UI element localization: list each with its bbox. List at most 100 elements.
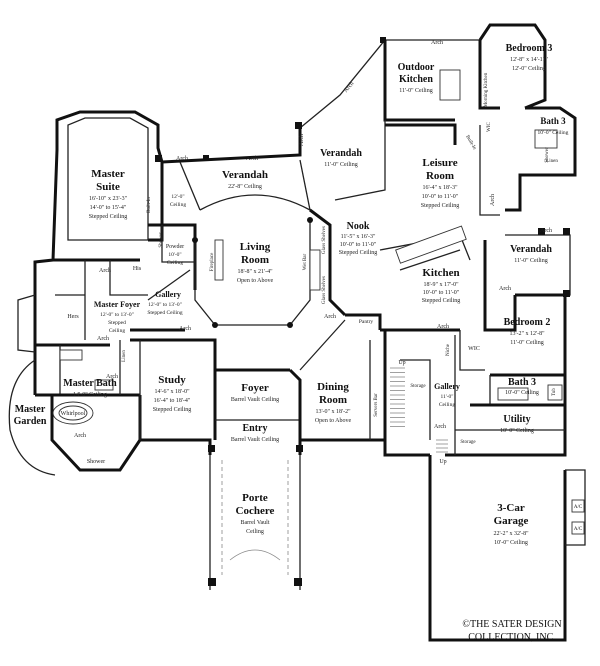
arch-label: Arch <box>246 156 258 162</box>
arch-label: Arch <box>179 326 191 332</box>
column <box>563 228 570 235</box>
column <box>155 155 162 162</box>
room-name-bath3: Bath 3 <box>540 116 566 126</box>
room-ceiling-type: Stepped Ceiling <box>147 310 183 316</box>
column <box>307 217 313 223</box>
niche-label: Niche <box>446 343 451 356</box>
ac-label: A/C <box>574 527 583 532</box>
room-dims: 11'-5" x 16'-3" <box>341 234 376 240</box>
room-ceiling-2: Ceiling <box>170 202 186 208</box>
glass-shelves-label: Glass Shelves <box>322 226 327 254</box>
room-ceiling: 10'-0" Ceiling <box>500 428 534 434</box>
room-name-living-room-2: Room <box>241 254 269 266</box>
room-dims: 13'-0" x 18'-2" <box>315 409 351 415</box>
ac-unit <box>571 521 585 535</box>
room-ceiling-2: Ceiling <box>439 402 455 408</box>
room-name-dining-room: Dining <box>317 381 349 393</box>
room-dims: 18'-9" x 17'-0" <box>423 282 459 288</box>
room-dims: 18'-8" x 21'-4" <box>237 269 273 275</box>
arch-label: Arch <box>434 424 446 430</box>
room-name-leisure-room: Leisure <box>422 157 457 169</box>
room-dims: 14'-6" x 18'-0" <box>154 389 190 395</box>
room-name-porte-cochere-2: Cochere <box>236 505 275 517</box>
room-ceiling: 10'-0" Ceiling <box>538 130 569 136</box>
room-name-garage: 3-Car <box>497 502 525 514</box>
room-ceiling: 10'-0" Ceiling <box>505 390 539 396</box>
room-name-kitchen: Kitchen <box>422 267 459 279</box>
room-ceiling-type: Stepped Ceiling <box>422 298 461 304</box>
room-name-study: Study <box>158 374 186 386</box>
room-name-leisure-room-2: Room <box>426 170 454 182</box>
exterior-walls <box>8 23 586 642</box>
arch-label: Arch <box>343 81 355 94</box>
room-name-gallery: Gallery <box>434 382 460 391</box>
wet-bar-label: Wet Bar <box>303 253 308 270</box>
room-ceiling: 12'-0" Ceiling <box>512 66 546 72</box>
arch-label: Arch <box>540 228 552 234</box>
room-ceiling: 11'-0" Ceiling <box>399 88 432 94</box>
room-name-foyer: Foyer <box>241 382 269 394</box>
room-ceiling: 11'-0" Ceiling <box>514 258 547 264</box>
room-dims: 13'-2" x 12'-8" <box>509 331 545 337</box>
linen-label: Linen <box>546 159 558 164</box>
arch-label: Arch <box>74 433 86 439</box>
room-name-bedroom3: Bedroom 3 <box>506 43 553 54</box>
room-ceiling-type: Stepped Ceiling <box>339 250 378 256</box>
room-ceiling: 10'-0" <box>168 252 181 258</box>
ac-unit <box>571 499 585 513</box>
fireplace-hearth <box>214 239 224 281</box>
vanity-sink <box>59 349 83 361</box>
room-ceiling: 10'-0" Ceiling <box>494 540 528 546</box>
room-name-bedroom2: Bedroom 2 <box>504 317 551 328</box>
wet-bar-counter <box>309 249 321 291</box>
room-ceiling: 10'-0" to 11'-0" <box>423 290 460 296</box>
room-note: Open to Above <box>315 418 352 424</box>
porte-cochere-outline <box>209 455 301 590</box>
room-name-master-foyer: Master Foyer <box>94 300 141 309</box>
column <box>380 37 386 43</box>
room-dims: 12'-8" x 14'-11" <box>510 57 548 63</box>
room-dims: 22'-2" x 32'-8" <box>493 531 529 537</box>
fireplace-label: Fireplace <box>210 252 215 271</box>
room-name-utility: Utility <box>503 414 530 425</box>
shower-label: Shower <box>87 459 105 465</box>
room-ceiling: 22'-8" Ceiling <box>228 184 262 190</box>
room-ceiling: 16'-4" to 18'-4" <box>154 398 191 404</box>
room-note: Open to Above <box>237 278 274 284</box>
linen-label: Linen <box>122 350 127 362</box>
room-ceiling: 14'-0" Ceiling <box>73 392 107 398</box>
arch-label: Arch <box>176 156 188 162</box>
column <box>192 237 198 243</box>
room-name-nook: Nook <box>347 221 370 232</box>
interior-walls <box>35 117 565 455</box>
hers-closet-label: Hers <box>67 314 79 320</box>
column <box>295 122 302 129</box>
room-ceiling: 12'-0" to 13'-0" <box>100 312 134 318</box>
room-name-entry: Entry <box>243 423 268 434</box>
column <box>203 155 209 161</box>
room-ceiling-type: Stepped Ceiling <box>421 203 460 209</box>
wic-label: WIC <box>468 346 480 352</box>
built-in-label: Built-In <box>464 135 476 152</box>
stairs <box>390 367 448 453</box>
column <box>208 578 216 586</box>
column <box>287 322 293 328</box>
room-name-living-room: Living <box>240 241 271 253</box>
room-ceiling: 11'-0" Ceiling <box>510 340 543 346</box>
glass-shelves-label: Glass Shelves <box>322 276 327 304</box>
vanity-sink <box>94 379 114 391</box>
room-name-powder: Powder <box>166 244 184 250</box>
room-ceiling-type: Stepped Ceiling <box>153 407 192 413</box>
minor-labels: Arch Arch Arch Arch Arch Arch Arch Arch … <box>61 40 583 532</box>
arch-label: Arch <box>99 268 111 274</box>
outdoor-kitchen-counter <box>439 69 461 101</box>
column <box>294 578 302 586</box>
arch-label: Arch <box>106 374 118 380</box>
up-label: Up <box>398 360 405 366</box>
room-dims: 16'-4" x 18'-3" <box>422 185 458 191</box>
morning-kitchen-label: Morning Kitchen <box>484 72 489 107</box>
room-ceiling: 12'-0" <box>171 194 184 200</box>
pantry-label: Pantry <box>359 319 374 325</box>
room-name-master-bath: Master Bath <box>63 378 117 389</box>
